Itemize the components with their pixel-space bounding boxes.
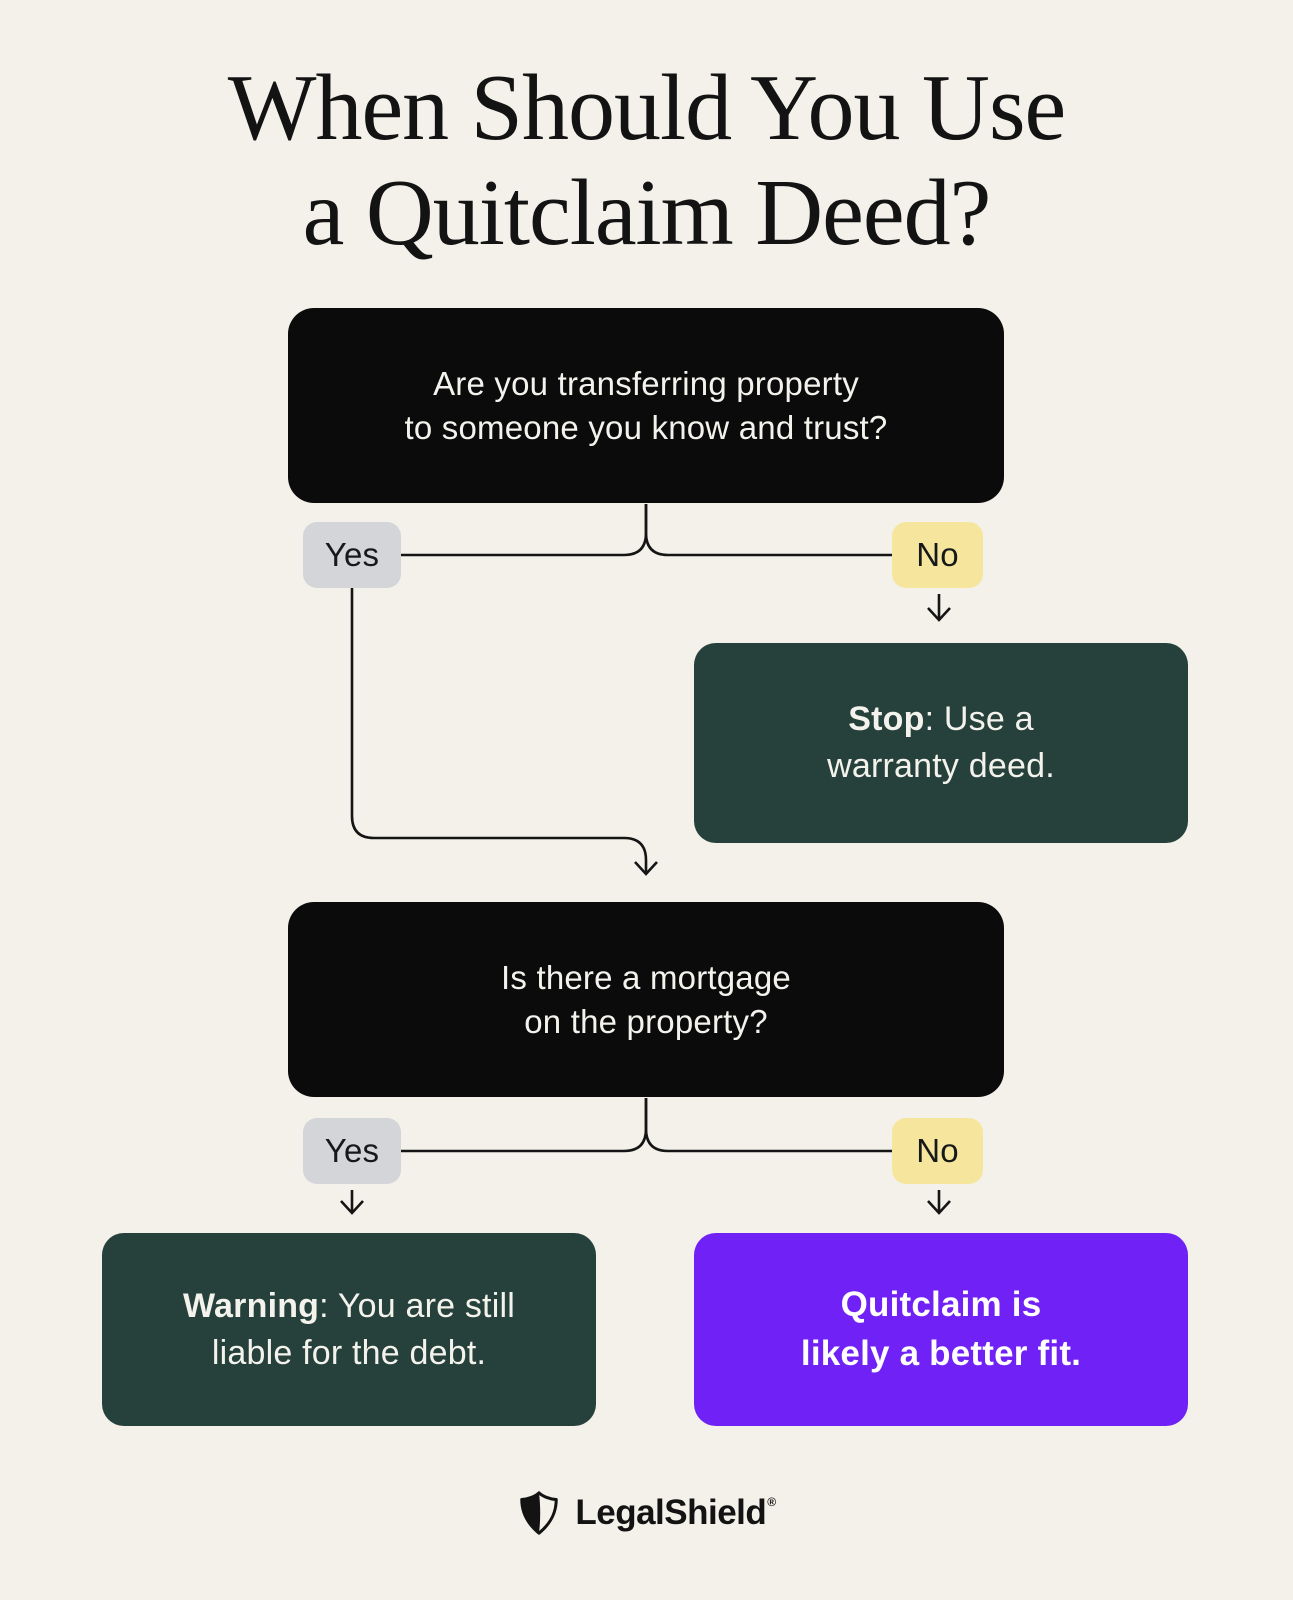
- branch1-yes-text: Yes: [324, 536, 380, 573]
- arrowhead-yes2-icon: [340, 1200, 364, 1215]
- question2-line1: Is there a mortgage: [501, 958, 791, 996]
- branch1-yes-label: Yes: [303, 522, 401, 588]
- stop-bold-text: Stop: [848, 700, 925, 739]
- result-line1: Quitclaim is: [840, 1285, 1042, 1325]
- stop-warranty-deed-text: Stop: Use a warranty deed.: [694, 696, 1188, 790]
- arrowhead-no2-icon: [927, 1200, 951, 1215]
- arrowhead-no1-icon: [927, 607, 951, 622]
- decision-box-mortgage-text: Is there a mortgage on the property?: [288, 956, 1004, 1043]
- question1-line1: Are you transferring property: [433, 364, 859, 402]
- connector-q2-to-yes2: [401, 1098, 648, 1153]
- warning-line2-text: liable for the debt.: [211, 1333, 487, 1372]
- decision-box-transfer-text: Are you transferring property to someone…: [288, 362, 1004, 449]
- branch2-yes-label: Yes: [303, 1118, 401, 1184]
- question2-line2: on the property?: [524, 1002, 768, 1040]
- registered-mark: ®: [767, 1495, 776, 1509]
- brand-text: LegalShield: [575, 1493, 767, 1532]
- arrowhead-yes1-icon: [634, 861, 658, 876]
- warning-liable-box: Warning: You are still liable for the de…: [102, 1233, 596, 1426]
- connector-q1-to-no1: [644, 504, 892, 557]
- quitclaim-better-fit-box: Quitclaim is likely a better fit.: [694, 1233, 1188, 1426]
- warning-liable-text: Warning: You are still liable for the de…: [102, 1283, 596, 1377]
- title-line-1: When Should You Use: [227, 56, 1067, 160]
- warning-bold-text: Warning: [183, 1286, 320, 1325]
- shield-icon: [520, 1491, 559, 1535]
- result-line2: likely a better fit.: [800, 1333, 1082, 1373]
- branch2-yes-text: Yes: [324, 1132, 380, 1169]
- branch2-no-text: No: [916, 1132, 959, 1169]
- title-line-2: a Quitclaim Deed?: [302, 161, 992, 266]
- question1-line2: to someone you know and trust?: [404, 408, 888, 446]
- decision-box-transfer-question: Are you transferring property to someone…: [288, 308, 1004, 503]
- warning-after-text: : You are still: [319, 1286, 515, 1325]
- stop-after-text: : Use a: [924, 700, 1034, 739]
- stop-warranty-deed-box: Stop: Use a warranty deed.: [694, 643, 1188, 843]
- branch1-no-label: No: [892, 522, 983, 588]
- quitclaim-better-fit-text: Quitclaim is likely a better fit.: [694, 1281, 1188, 1378]
- connector-q2-to-no2: [644, 1098, 892, 1153]
- branch2-no-label: No: [892, 1118, 983, 1184]
- connector-q1-to-yes1: [401, 504, 648, 557]
- branch1-no-text: No: [916, 536, 959, 573]
- page-title: When Should You Use a Quitclaim Deed?: [0, 56, 1293, 267]
- connector-yes1-to-q2: [350, 588, 648, 872]
- decision-box-mortgage-question: Is there a mortgage on the property?: [288, 902, 1004, 1097]
- brand-wordmark: LegalShield®: [575, 1493, 776, 1533]
- legalshield-logo: LegalShield®: [0, 1488, 1293, 1538]
- stop-line2-text: warranty deed.: [827, 747, 1055, 785]
